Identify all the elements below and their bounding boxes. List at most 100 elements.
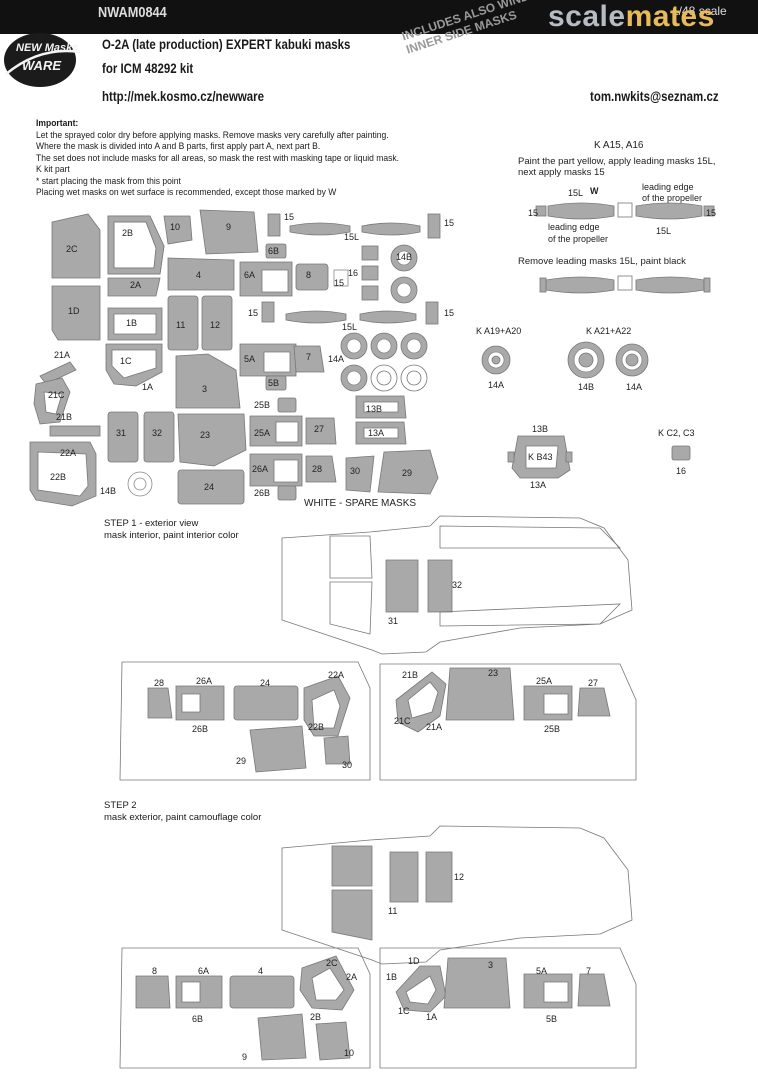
watermark-part-b: mates <box>625 0 715 33</box>
wheel-kit-ref-2: K A21+A22 <box>586 326 632 336</box>
mask-15-d <box>425 301 439 325</box>
top-bar <box>0 0 758 34</box>
mask-16 <box>333 269 349 287</box>
sheet-label: 31 <box>116 428 127 438</box>
mask-32 <box>143 411 175 463</box>
sheet-label: 21A <box>54 350 71 360</box>
sheet-label: 9 <box>226 222 232 232</box>
watermark: scalemates <box>548 0 715 34</box>
mask-27 <box>305 417 337 445</box>
mask-10 <box>163 215 193 245</box>
sheet-label: 25A <box>254 428 271 438</box>
sheet-label: 27 <box>314 424 325 434</box>
wheel-label: 14A <box>626 382 643 392</box>
leading-edge-label-4: of the propeller <box>548 234 609 244</box>
diag-label: 1A <box>426 1012 438 1022</box>
sheet-label: 2A <box>130 280 142 290</box>
wet-mark-w: W <box>590 186 599 196</box>
instruction-line: The set does not include masks for all a… <box>36 152 400 164</box>
mask-6b <box>265 243 287 259</box>
sheet-label: 4 <box>196 270 202 280</box>
mask-1b <box>107 307 163 341</box>
propeller-note-2: next apply masks 15 <box>518 167 605 178</box>
sheet-label: 11 <box>176 320 186 330</box>
sheet-label: 15 <box>444 308 455 318</box>
mask-2b <box>107 215 165 275</box>
wheel-kit-ref-1: K A19+A20 <box>476 326 522 336</box>
email-link[interactable]: tom.nwkits@seznam.cz <box>590 88 719 104</box>
mask-15l-strip-3 <box>285 310 347 324</box>
diag-label: 7 <box>586 966 592 976</box>
instruction-line: Let the sprayed color dry before applyin… <box>36 129 389 141</box>
diag-label: 9 <box>242 1052 248 1062</box>
sheet-label: 1D <box>68 306 80 316</box>
diag-label: 25B <box>544 724 561 734</box>
mask-21a <box>39 361 77 385</box>
step1-right-side <box>379 663 637 781</box>
diag-label: 26B <box>192 724 209 734</box>
diag-label: 1D <box>408 956 420 966</box>
mask-kb43 <box>511 435 571 479</box>
diag-label: 3 <box>488 960 494 970</box>
step2-fuselage <box>281 825 633 965</box>
instruction-line: * start placing the mask from this point <box>36 175 181 187</box>
step2-desc: mask exterior, paint camouflage color <box>104 811 262 823</box>
instruction-line: K kit part <box>36 164 70 175</box>
leading-edge-label-2: of the propeller <box>642 193 703 203</box>
sheet-label: 26B <box>254 488 271 498</box>
diag-label: 22A <box>328 670 345 680</box>
mask-5a <box>239 343 297 377</box>
mask-15-small <box>267 213 281 237</box>
sheet-label: 2C <box>66 244 78 254</box>
mask-26b <box>277 485 297 501</box>
sheet-label: 8 <box>306 270 312 280</box>
sheet-label: 21C <box>48 390 65 400</box>
diag-label: 2A <box>346 972 358 982</box>
website-link[interactable]: http://mek.kosmo.cz/newware <box>102 88 265 104</box>
mask-30 <box>345 455 375 493</box>
sheet-label: 14B <box>100 486 117 496</box>
diag-label: 10 <box>344 1048 355 1058</box>
logo-text-top: NEW Masks <box>16 42 79 54</box>
diag-label: 21A <box>426 722 443 732</box>
mask-21c <box>33 377 71 425</box>
diag-label: 22B <box>308 722 325 732</box>
sheet-label: 23 <box>200 430 211 440</box>
mask-16-right <box>671 445 691 461</box>
diag-label: 25A <box>536 676 553 686</box>
leading-edge-label: leading edge <box>642 182 694 192</box>
diag-label: 5A <box>536 966 548 976</box>
instruction-line: Where the mask is divided into A and B p… <box>36 141 321 152</box>
propeller-kit-ref: K A15, A16 <box>594 140 644 151</box>
mask-sq-3 <box>361 285 379 301</box>
leading-edge-label-3: leading edge <box>548 222 600 232</box>
mask-label-13b: 13B <box>532 424 549 434</box>
mask-15-c <box>427 213 441 239</box>
mask-8 <box>295 263 329 291</box>
sheet-label: 1B <box>126 318 138 328</box>
sheet-label: 13A <box>368 428 385 438</box>
diag-label: 26A <box>196 676 213 686</box>
page-title: O-2A (late production) EXPERT kabuki mas… <box>102 36 351 52</box>
kit-ref-b43: K B43 <box>528 452 553 462</box>
mask-4 <box>167 257 235 291</box>
sheet-label: 24 <box>204 482 215 492</box>
sheet-label: 2B <box>122 228 134 238</box>
header: NWAM0844 1/48 scale scalemates NEW Masks… <box>0 0 758 112</box>
sheet-label: 30 <box>350 466 361 476</box>
mask-12 <box>201 295 233 351</box>
sheet-label: 7 <box>306 352 312 362</box>
mask-5b <box>265 375 287 391</box>
diag-label: 21C <box>394 716 411 726</box>
watermark-part-a: scale <box>548 0 626 33</box>
mask-15-b <box>261 301 275 323</box>
propeller-remove-note: Remove leading masks 15L, paint black <box>518 256 686 267</box>
mask-sq-2 <box>361 265 379 281</box>
sheet-label: 32 <box>152 428 163 438</box>
sheet-label: 15 <box>284 212 295 222</box>
step1: STEP 1 - exterior view mask interior, pa… <box>104 518 239 541</box>
step2-title: STEP 2 <box>104 800 137 811</box>
mask-21b <box>49 425 101 437</box>
mask-25a <box>249 415 303 447</box>
